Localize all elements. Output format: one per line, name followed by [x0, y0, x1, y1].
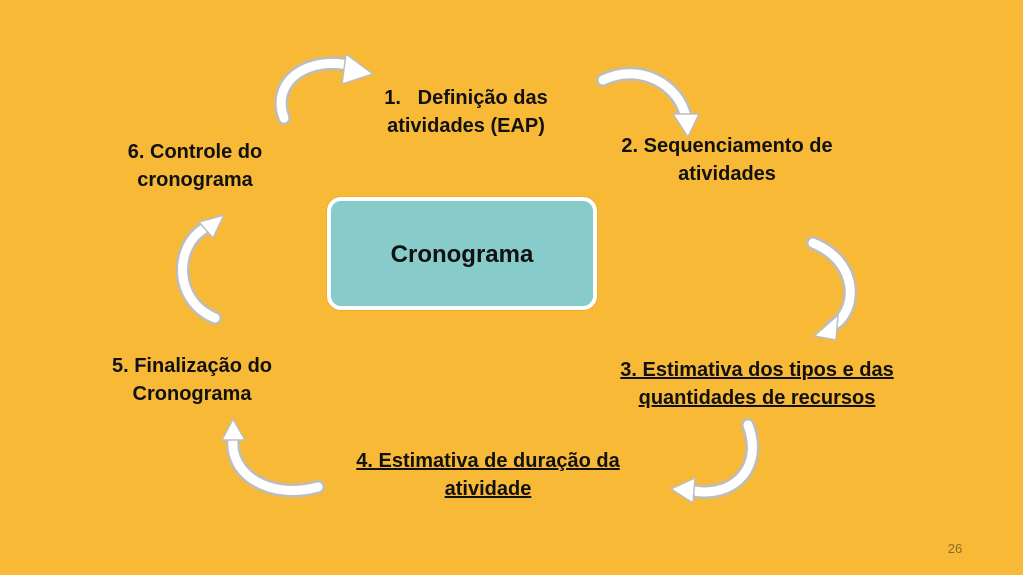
page-number: 26 [947, 541, 963, 556]
step-2-label: 2. Sequenciamento de atividades [621, 135, 833, 185]
curved-arrow-icon [274, 52, 375, 125]
step-6-label: 6. Controle do cronograma [127, 141, 263, 191]
curved-arrow-icon [596, 66, 701, 139]
step-5-label: 5. Finalização do Cronograma [111, 355, 273, 405]
curved-arrow-icon [806, 236, 858, 341]
step-1-label: 1. Definição das atividades (EAP) [384, 87, 554, 137]
step-4-label: 4. Estimativa de duração da atividade [356, 450, 620, 500]
center-node: Cronograma [327, 197, 597, 310]
curved-arrow-icon [669, 418, 760, 505]
curved-arrow-icon [220, 417, 325, 498]
step-3-label: 3. Estimativa dos tipos e das quantidade… [620, 359, 894, 409]
curved-arrow-icon [175, 213, 226, 325]
center-title: Cronograma [390, 241, 534, 268]
